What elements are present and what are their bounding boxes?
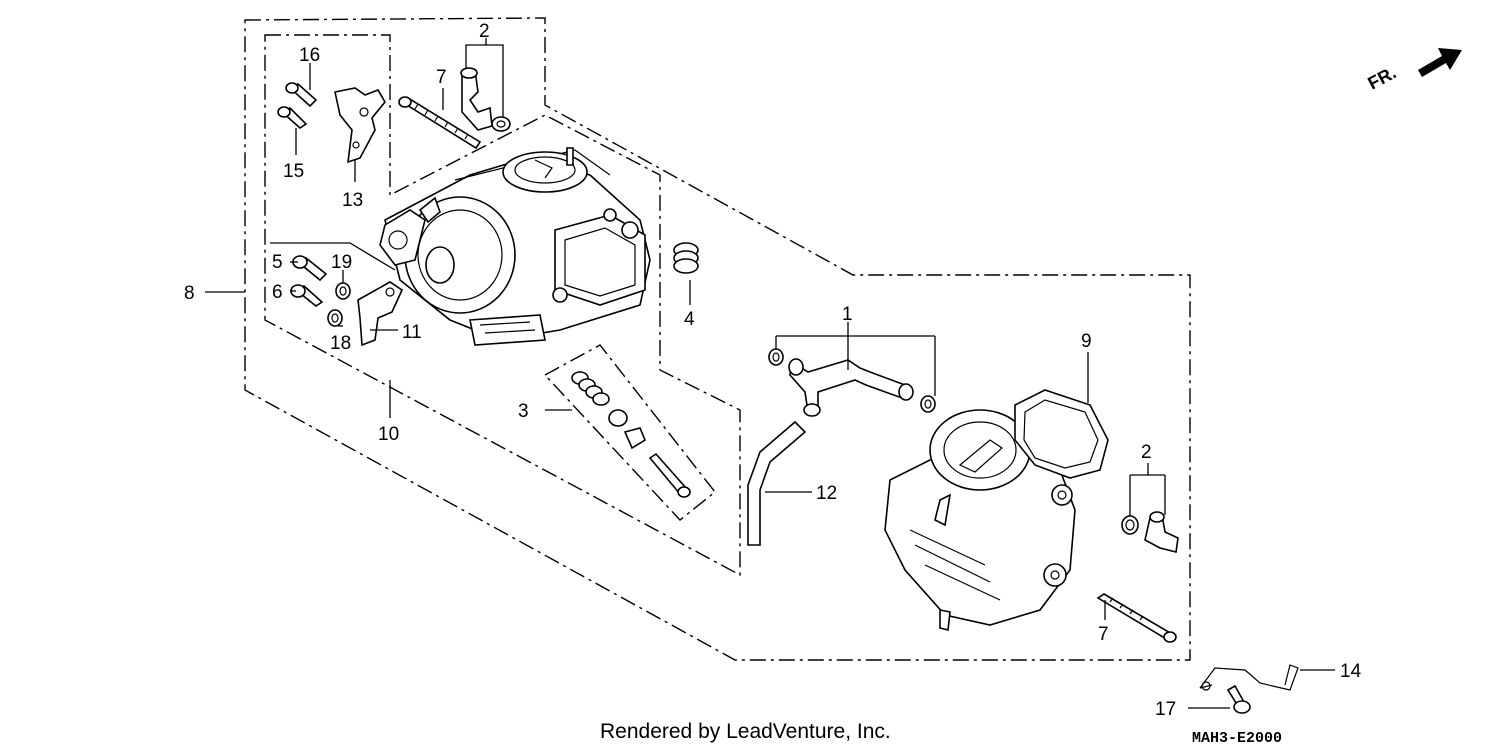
callout-17: 17 — [1155, 699, 1176, 720]
part-2-upper — [460, 67, 511, 132]
jet-kit-outline — [543, 344, 716, 521]
callout-7-lower: 7 — [1098, 624, 1109, 645]
callout-labels: 1 2 2 3 4 5 6 7 7 8 9 10 11 12 13 14 15 … — [184, 21, 1362, 720]
part-7-upper — [398, 96, 482, 150]
credit-text: Rendered by LeadVenture, Inc. — [600, 720, 891, 743]
leader-lines — [205, 38, 1335, 709]
part-2-right — [1121, 511, 1179, 553]
part-13-bracket — [334, 87, 386, 164]
part-6-bolt — [290, 284, 324, 307]
callout-7-upper: 7 — [436, 67, 447, 88]
callout-10: 10 — [378, 424, 399, 445]
right-carburetor — [884, 389, 1109, 631]
callout-19: 19 — [331, 252, 352, 273]
callout-6: 6 — [272, 282, 283, 303]
callout-11: 11 — [402, 322, 422, 343]
part-15-bolt — [277, 106, 308, 130]
left-carburetor-outline — [264, 34, 741, 577]
callout-15: 15 — [283, 161, 304, 182]
part-19-washer — [335, 282, 351, 300]
part-16-bolt — [285, 82, 318, 108]
front-direction-indicator: FR. — [1364, 48, 1462, 94]
part-1-fuel-joint — [768, 348, 936, 417]
outer-assembly-outline — [244, 17, 1191, 661]
part-3-jet-kit — [571, 371, 691, 498]
part-12-hose — [747, 420, 807, 546]
part-5-bolt — [292, 255, 328, 282]
assembly-outlines — [244, 17, 1191, 661]
front-arrow-icon — [1418, 48, 1462, 77]
callout-14: 14 — [1340, 661, 1362, 682]
left-carburetor — [379, 147, 651, 346]
callout-8: 8 — [184, 283, 195, 304]
callout-3: 3 — [518, 401, 529, 422]
callout-13: 13 — [342, 190, 363, 211]
callout-9: 9 — [1081, 331, 1092, 352]
callout-16: 16 — [299, 45, 320, 66]
callout-18: 18 — [330, 333, 351, 354]
diagram-code: MAH3-E2000 — [1192, 730, 1282, 747]
callout-2-right: 2 — [1141, 442, 1152, 463]
front-direction-label: FR. — [1364, 62, 1399, 93]
part-14-clip — [1199, 664, 1299, 691]
part-11-bracket — [357, 281, 404, 347]
part-4-spring — [673, 242, 699, 274]
part-17-bolt — [1226, 684, 1251, 714]
callout-4: 4 — [684, 309, 695, 330]
callout-2-upper: 2 — [479, 21, 490, 42]
callout-5: 5 — [272, 252, 283, 273]
callout-1: 1 — [842, 304, 853, 325]
part-7-lower — [1096, 593, 1177, 643]
part-18-washer — [327, 309, 343, 327]
callout-12: 12 — [816, 483, 837, 504]
